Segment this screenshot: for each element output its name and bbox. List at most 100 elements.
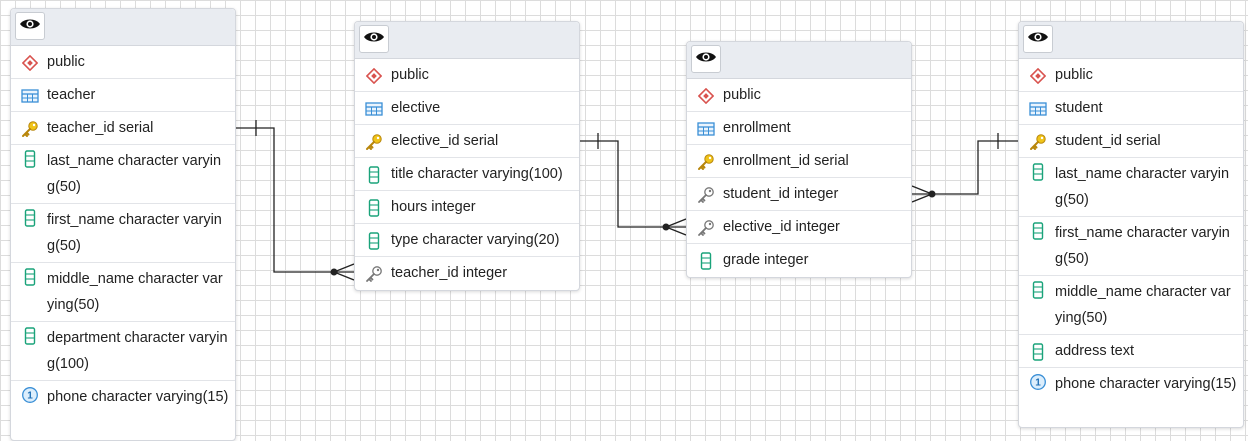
table-row[interactable]: enrollment xyxy=(687,112,911,145)
svg-text:1: 1 xyxy=(1035,377,1041,388)
row-label: title character varying(100) xyxy=(391,166,563,182)
table-row[interactable]: elective_id integer xyxy=(687,211,911,244)
table-row[interactable]: title character varying(100) xyxy=(355,158,579,191)
table-row[interactable]: middle_name character varying(50) xyxy=(1019,276,1243,335)
table-row[interactable]: middle_name character varying(50) xyxy=(11,263,235,322)
table-row[interactable]: elective xyxy=(355,92,579,125)
relation-teacher-elective xyxy=(236,127,354,273)
many-dot xyxy=(662,223,670,231)
foreign-key-icon xyxy=(697,185,715,204)
toggle-details-button[interactable] xyxy=(691,45,721,73)
toggle-details-button[interactable] xyxy=(15,12,45,40)
table-row[interactable]: last_name character varying(50) xyxy=(1019,158,1243,217)
row-label: address text xyxy=(1055,343,1134,359)
row-label: last_name character varying(50) xyxy=(1055,166,1230,208)
row-label: public xyxy=(391,67,429,83)
row-label: middle_name character varying(50) xyxy=(47,271,223,313)
table-row[interactable]: first_name character varying(50) xyxy=(1019,217,1243,276)
schema-icon xyxy=(1029,66,1047,85)
table-header xyxy=(355,22,579,59)
row-label: middle_name character varying(50) xyxy=(1055,284,1231,326)
table-row[interactable]: last_name character varying(50) xyxy=(11,145,235,204)
relation-elective-enrollment xyxy=(580,140,686,228)
row-label: teacher xyxy=(47,87,96,103)
column-icon xyxy=(21,208,39,227)
row-label: public xyxy=(1055,67,1093,83)
table-row[interactable]: enrollment_id serial xyxy=(687,145,911,178)
table-row[interactable]: elective_id serial xyxy=(355,125,579,158)
table-node-teacher[interactable]: public teacher teacher_id serial last_name … xyxy=(10,8,236,441)
many-marker xyxy=(911,193,933,203)
row-label: phone character varying(15) xyxy=(1055,376,1237,392)
row-label: teacher_id integer xyxy=(391,265,508,281)
table-row[interactable]: type character varying(20) xyxy=(355,224,579,257)
table-row[interactable]: public xyxy=(355,59,579,92)
eye-icon xyxy=(1027,30,1049,49)
many-marker xyxy=(333,263,355,273)
many-marker xyxy=(665,226,687,236)
table-row[interactable]: student_id serial xyxy=(1019,125,1243,158)
column-icon xyxy=(697,251,715,270)
table-row[interactable]: student_id integer xyxy=(687,178,911,211)
column-icon xyxy=(1029,162,1047,181)
table-row[interactable]: teacher_id serial xyxy=(11,112,235,145)
table-row[interactable]: public xyxy=(1019,59,1243,92)
row-label: enrollment xyxy=(723,120,791,136)
row-label: first_name character varying(50) xyxy=(1055,225,1230,267)
many-dot xyxy=(330,268,338,276)
unique-icon: 1 xyxy=(21,385,39,404)
table-header xyxy=(11,9,235,46)
toggle-details-button[interactable] xyxy=(359,25,389,53)
row-label: department character varying(100) xyxy=(47,330,228,372)
table-rows: public teacher teacher_id serial last_name … xyxy=(11,46,235,440)
table-rows: public elective elective_id serial title ch… xyxy=(355,59,579,290)
svg-text:1: 1 xyxy=(27,390,33,401)
eye-icon xyxy=(363,30,385,49)
table-icon xyxy=(365,99,383,118)
row-label: type character varying(20) xyxy=(391,232,560,248)
table-node-student[interactable]: public student student_id serial last_name … xyxy=(1018,21,1244,428)
toggle-details-button[interactable] xyxy=(1023,25,1053,53)
table-row[interactable]: public xyxy=(687,79,911,112)
primary-key-icon xyxy=(697,152,715,171)
table-row[interactable]: address text xyxy=(1019,335,1243,368)
row-label: student xyxy=(1055,100,1103,116)
table-icon xyxy=(697,119,715,138)
table-node-elective[interactable]: public elective elective_id serial title ch… xyxy=(354,21,580,291)
column-icon xyxy=(1029,221,1047,240)
schema-icon xyxy=(697,86,715,105)
row-label: grade integer xyxy=(723,252,809,268)
row-label: first_name character varying(50) xyxy=(47,212,222,254)
row-label: last_name character varying(50) xyxy=(47,153,222,195)
row-label: phone character varying(15) xyxy=(47,389,229,405)
table-row[interactable]: 1 phone character varying(15) xyxy=(11,381,235,440)
table-row[interactable]: student xyxy=(1019,92,1243,125)
table-row[interactable]: 1 phone character varying(15) xyxy=(1019,368,1243,427)
table-row[interactable]: teacher_id integer xyxy=(355,257,579,290)
table-row[interactable]: public xyxy=(11,46,235,79)
table-row[interactable]: department character varying(100) xyxy=(11,322,235,381)
column-icon xyxy=(365,231,383,250)
many-marker xyxy=(665,218,687,228)
column-icon xyxy=(1029,280,1047,299)
foreign-key-icon xyxy=(365,264,383,283)
column-icon xyxy=(21,149,39,168)
table-row[interactable]: first_name character varying(50) xyxy=(11,204,235,263)
table-row[interactable]: hours integer xyxy=(355,191,579,224)
table-row[interactable]: teacher xyxy=(11,79,235,112)
column-icon xyxy=(365,198,383,217)
schema-icon xyxy=(21,53,39,72)
unique-icon: 1 xyxy=(1029,372,1047,391)
primary-key-icon xyxy=(365,132,383,151)
table-icon xyxy=(21,86,39,105)
table-header xyxy=(1019,22,1243,59)
table-row[interactable]: grade integer xyxy=(687,244,911,277)
column-icon xyxy=(365,165,383,184)
column-icon xyxy=(21,326,39,345)
eye-icon xyxy=(695,50,717,69)
row-label: teacher_id serial xyxy=(47,120,154,136)
row-label: elective xyxy=(391,100,441,116)
